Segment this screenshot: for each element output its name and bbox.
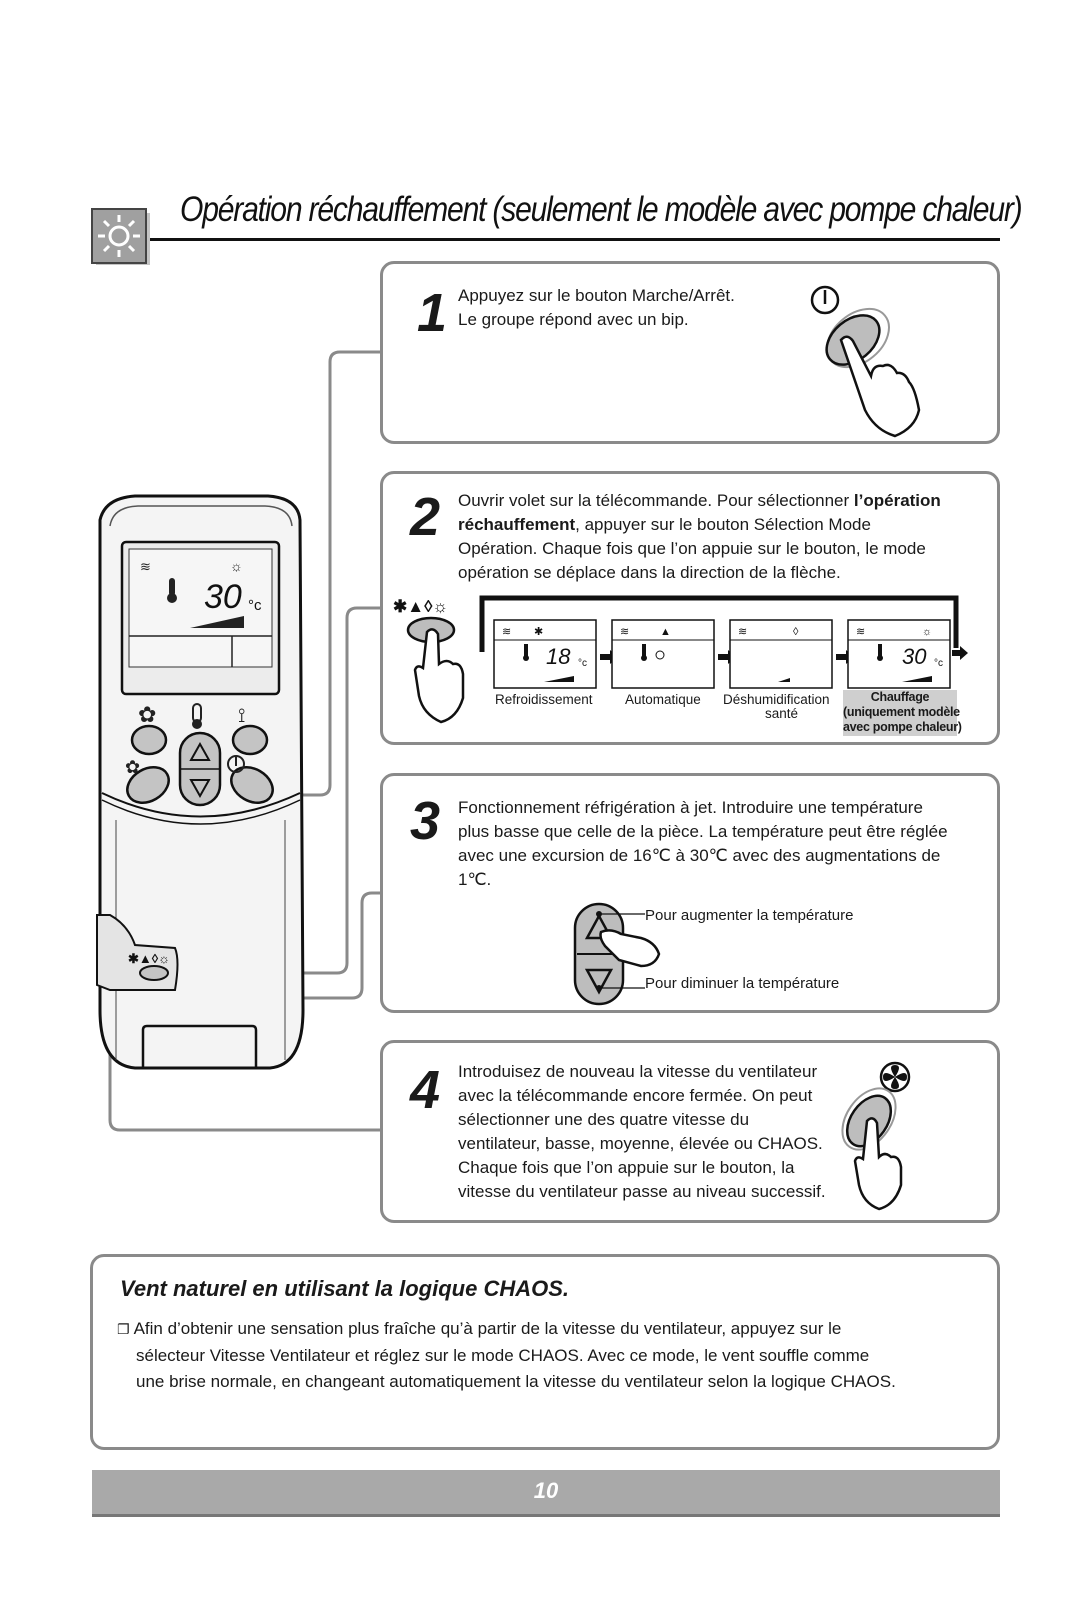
step-1-text: Appuyez sur le bouton Marche/Arrêt. Le g…	[458, 286, 735, 329]
down-label: Pour diminuer la température	[645, 975, 840, 992]
step-2-text: Ouvrir volet sur la télécommande. Pour s…	[458, 491, 941, 582]
fan-button-press-icon	[841, 1061, 911, 1211]
svg-text:°c: °c	[578, 658, 587, 669]
step-4-box: 4 Introduisez de nouveau la vitesse du v…	[380, 1040, 1000, 1223]
note-text: ❐Afin d’obtenir une sensation plus fraîc…	[117, 1319, 896, 1391]
sun-icon	[90, 207, 150, 265]
temperature-leader-lines	[599, 913, 645, 989]
svg-text:✱▲◊☼: ✱▲◊☼	[393, 597, 448, 616]
svg-text:✱▲◊☼: ✱▲◊☼	[128, 951, 170, 966]
heating-mode-highlight	[843, 690, 957, 736]
title-rule	[150, 238, 1000, 241]
note-box	[90, 1254, 1000, 1450]
step-number: 4	[410, 1060, 441, 1120]
svg-text:◊: ◊	[793, 626, 799, 638]
svg-text:°c: °c	[934, 658, 943, 669]
svg-text:≋: ≋	[856, 626, 865, 638]
svg-text:≋: ≋	[738, 626, 747, 638]
svg-text:⟟: ⟟	[238, 705, 245, 727]
bullet-icon: ❐	[117, 1322, 130, 1338]
svg-text:✱: ✱	[534, 626, 543, 638]
svg-text:✿: ✿	[138, 702, 156, 727]
svg-text:☼: ☼	[922, 626, 932, 638]
note-title: Vent naturel en utilisant la logique CHA…	[120, 1276, 570, 1301]
mode-label-cooling: Refroidissement	[495, 692, 593, 707]
svg-text:≋: ≋	[502, 626, 511, 638]
mode-label-dehumidify: Déshumidification	[723, 692, 830, 707]
svg-text:≋: ≋	[140, 559, 151, 574]
svg-text:°c: °c	[248, 597, 262, 614]
svg-text:≋: ≋	[620, 626, 629, 638]
mode-button-press-icon: ✱▲◊☼	[393, 597, 465, 724]
step-number: 3	[410, 791, 441, 851]
up-label: Pour augmenter la température	[645, 907, 854, 924]
step-number: 2	[410, 487, 441, 547]
step-3-text: Fonctionnement réfrigération à jet. Intr…	[458, 798, 948, 889]
svg-text:☼: ☼	[230, 558, 243, 574]
svg-text:30: 30	[902, 644, 927, 669]
page-number: 10	[533, 1478, 559, 1503]
remote-display-temp: 30	[204, 578, 242, 616]
step-4-text: Introduisez de nouveau la vitesse du ven…	[458, 1062, 826, 1201]
step-1-box: 1 Appuyez sur le bouton Marche/Arrêt. Le…	[380, 261, 1000, 444]
svg-text:▲: ▲	[660, 626, 671, 638]
page-title: Opération réchauffement (seulement le mo…	[180, 190, 1023, 229]
svg-text:18: 18	[546, 644, 571, 669]
power-button-press-icon	[810, 285, 921, 438]
mode-sequence: ≋ ✱ 18 °c ≋ ▲ ≋ ◊ ≋ ☼ 30 °c	[479, 595, 968, 689]
mode-label-auto: Automatique	[625, 692, 701, 707]
mode-label-dehumidify-sub: santé	[765, 706, 799, 721]
temperature-buttons-icon	[573, 902, 661, 1006]
step-2-box: 2 Ouvrir volet sur la télécommande. Pour…	[380, 471, 1000, 745]
svg-text:✿: ✿	[125, 757, 140, 777]
mode-label-heating: Chauffage (uniquement modèle avec pompe …	[843, 690, 962, 734]
step-number: 1	[417, 283, 448, 343]
footer-bar: 10	[92, 1470, 1000, 1517]
step-3-box: 3 Fonctionnement réfrigération à jet. In…	[380, 773, 1000, 1013]
